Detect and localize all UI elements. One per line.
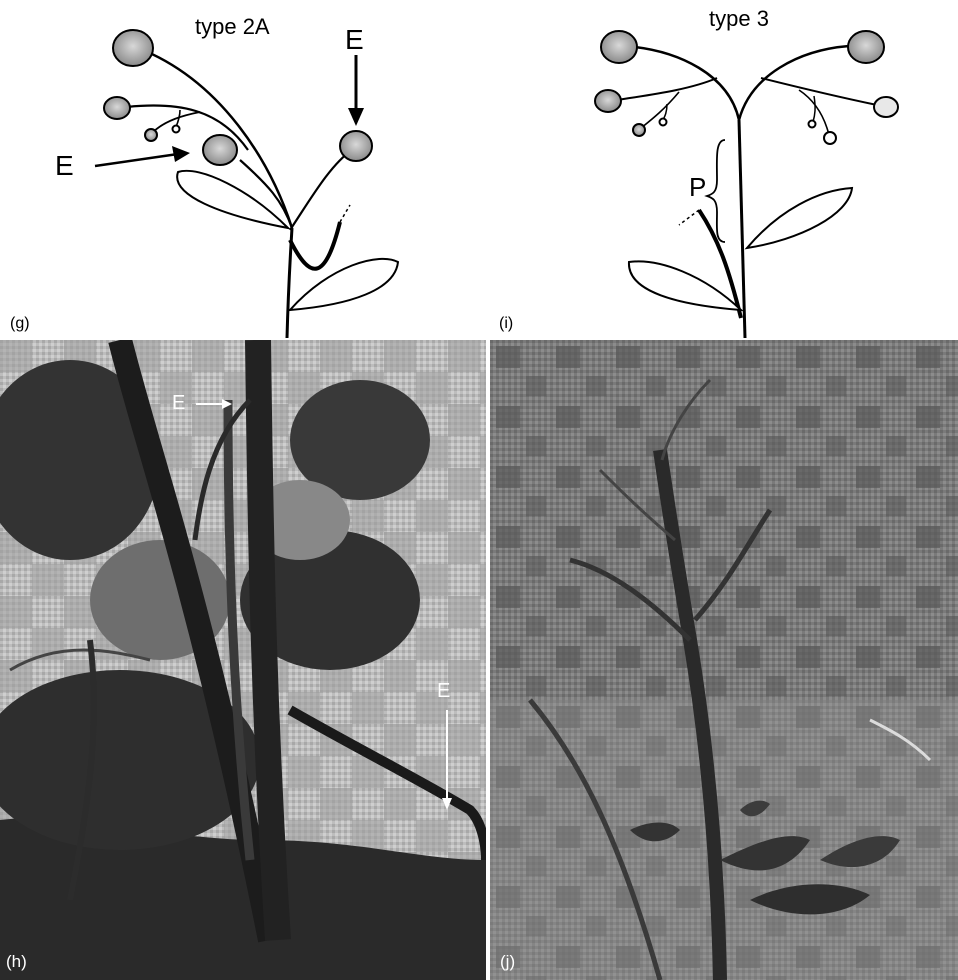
photo-plant-type-2a-svg bbox=[0, 340, 486, 980]
branch-mid-right bbox=[761, 78, 877, 105]
photo-plant-type-2a: E E (h) bbox=[0, 340, 486, 980]
photo-plant-type-3: (j) bbox=[490, 340, 958, 980]
branch-to-flower-e2 bbox=[290, 150, 352, 230]
flower-mid-right bbox=[874, 97, 898, 117]
branch-top-right bbox=[739, 46, 849, 120]
thick-branch bbox=[290, 222, 340, 269]
diagram-type-3: type 3 P (i) bbox=[479, 0, 958, 340]
bud-left bbox=[660, 119, 667, 126]
flower-mid-left bbox=[104, 97, 130, 119]
flower-top-right bbox=[848, 31, 884, 63]
diagram-title-type-2a: type 2A bbox=[195, 14, 270, 39]
flower-small-left bbox=[633, 124, 645, 136]
panel-label-h: (h) bbox=[6, 952, 27, 972]
arrow-right-icon bbox=[95, 154, 178, 166]
marker-e-left: E bbox=[55, 150, 74, 181]
bud-tiny bbox=[173, 126, 180, 133]
dashed-tip bbox=[679, 210, 699, 225]
flower-small-right bbox=[824, 132, 836, 144]
panel-label-j: (j) bbox=[500, 952, 515, 972]
photo-plant-type-3-svg bbox=[490, 340, 958, 980]
diagram-title-type-3: type 3 bbox=[709, 6, 769, 31]
marker-e-top: E bbox=[172, 392, 185, 415]
flower-small bbox=[145, 129, 157, 141]
diagram-type-2a-svg: type 2A E E (g) bbox=[0, 0, 479, 340]
bud-right bbox=[809, 121, 816, 128]
branch-tiny-right bbox=[813, 96, 815, 122]
flower-top-left bbox=[113, 30, 153, 66]
flower-top-left bbox=[601, 31, 637, 63]
flower-mid-left bbox=[595, 90, 621, 112]
flower-e1 bbox=[203, 135, 237, 165]
panel-label-i: (i) bbox=[499, 315, 513, 332]
main-stem bbox=[739, 120, 745, 338]
dashed-tip bbox=[340, 205, 350, 222]
marker-p: P bbox=[689, 172, 706, 202]
branch-top-left bbox=[625, 46, 739, 120]
marker-e-top: E bbox=[345, 24, 364, 55]
arrow-down-head bbox=[348, 108, 364, 126]
diagram-type-3-svg: type 3 P (i) bbox=[479, 0, 958, 340]
leaf-right bbox=[747, 188, 852, 248]
branch-mid-left bbox=[617, 78, 717, 100]
panel-label-g: (g) bbox=[10, 315, 30, 332]
leaf-lower-left bbox=[629, 261, 741, 310]
marker-e-right: E bbox=[437, 680, 450, 703]
arrow-right-head bbox=[172, 146, 190, 162]
flower-e2 bbox=[340, 131, 372, 161]
diagram-type-2a: type 2A E E (g) bbox=[0, 0, 479, 340]
